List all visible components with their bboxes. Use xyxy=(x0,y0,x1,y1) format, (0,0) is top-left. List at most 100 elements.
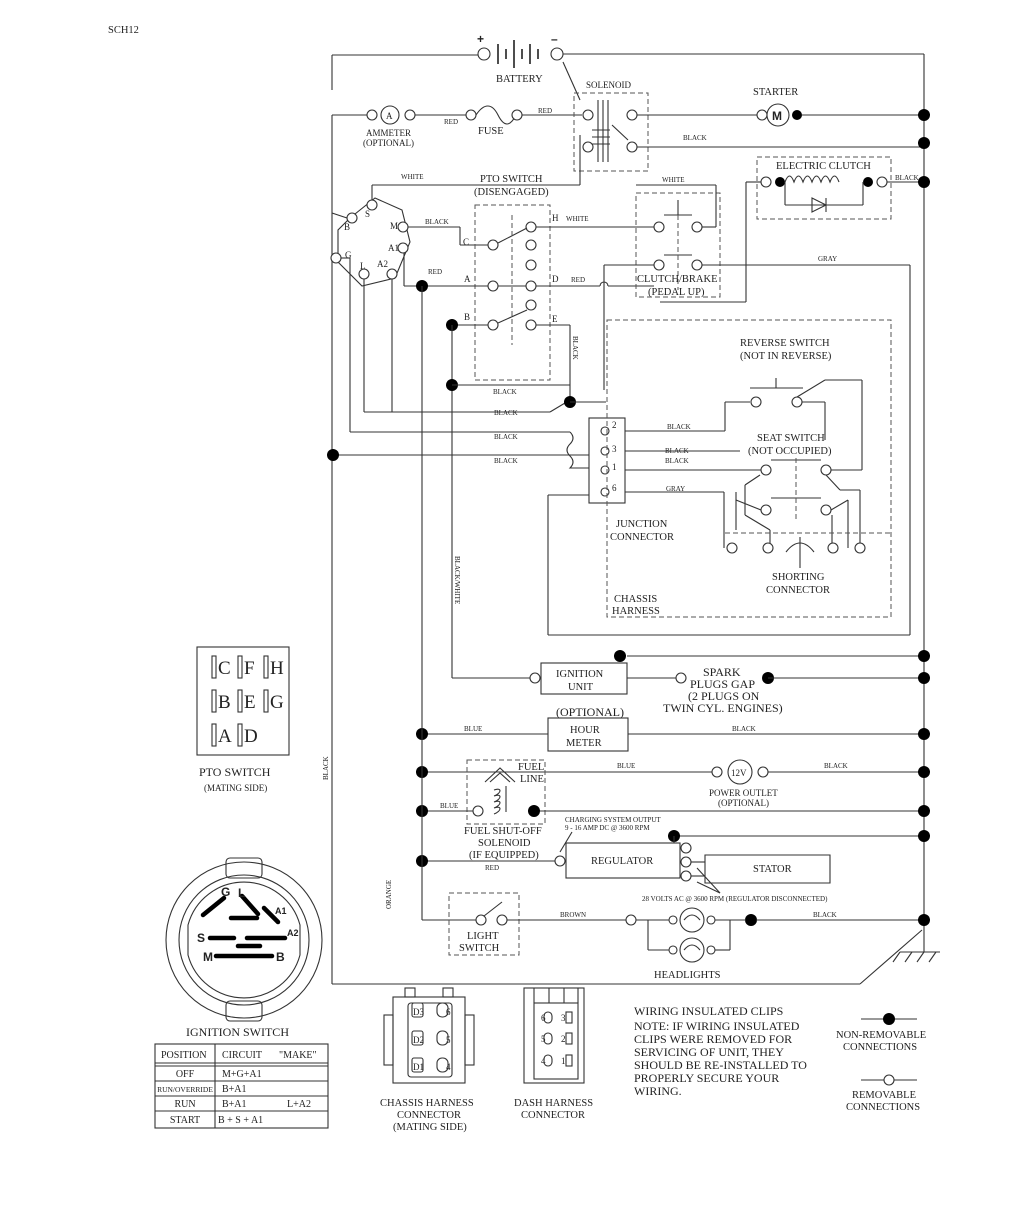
connector-pin-label: D2 xyxy=(413,1035,424,1045)
clutch-brake-state: (PEDAL UP) xyxy=(648,287,705,298)
clips-note-line: SERVICING OF UNIT, THEY xyxy=(634,1045,784,1059)
table-cell-circuit: B+A1 xyxy=(222,1084,247,1095)
wire-label-red: RED xyxy=(485,864,499,872)
connector-pin xyxy=(543,1032,553,1045)
dash-connector-title-1: DASH HARNESS xyxy=(514,1098,593,1109)
document-id: SCH12 xyxy=(108,25,139,36)
connections-legend: NON-REMOVABLE CONNECTIONS REMOVABLE CONN… xyxy=(836,1013,926,1113)
fuse-label: FUSE xyxy=(478,126,504,137)
connector-pin xyxy=(565,1054,573,1067)
table-cell-position: RUN/OVERRIDE xyxy=(157,1085,213,1094)
shorting-connector-label-1: SHORTING xyxy=(772,572,825,583)
spark-label-3: (2 PLUGS ON xyxy=(688,689,760,703)
electric-clutch-label: ELECTRIC CLUTCH xyxy=(776,161,871,172)
connector-pin xyxy=(436,1030,449,1046)
pto-pin-slot xyxy=(211,689,217,713)
ign-term-a1: A1 xyxy=(388,243,399,253)
reverse-switch: REVERSE SWITCH (NOT IN REVERSE) xyxy=(740,338,832,408)
pto-pin-label: A xyxy=(218,726,232,747)
wire-label-black: BLACK xyxy=(425,218,449,226)
chassis-connector-title-1: CHASSIS HARNESS xyxy=(380,1098,474,1109)
pto-pin-slot xyxy=(237,723,243,747)
junction-pin: 2 xyxy=(612,420,617,430)
connector-pin-label: 3 xyxy=(561,1013,566,1023)
junction-pin: 1 xyxy=(612,462,617,472)
fuel-solenoid-label-2: SOLENOID xyxy=(478,838,531,849)
connector-pin-label: 5 xyxy=(446,1035,451,1045)
ignition-switch-schematic: B S M A1 G L A2 xyxy=(330,197,411,287)
fuel-shutoff-solenoid: FUEL LINE FUEL SHUT-OFF SOLENOID (IF EQU… xyxy=(464,759,546,861)
wire-label-black: BLACK xyxy=(683,134,707,142)
pto-pin-slot xyxy=(237,655,243,679)
hour-meter-optional: (OPTIONAL) xyxy=(556,705,624,719)
table-cell-position: START xyxy=(170,1115,200,1126)
legend-removable-1: REMOVABLE xyxy=(852,1090,916,1101)
wiring-clips-note: WIRING INSULATED CLIPS NOTE: IF WIRING I… xyxy=(634,1004,807,1098)
wire-label-black: BLACK xyxy=(571,336,579,360)
regulator-label: REGULATOR xyxy=(591,856,653,867)
legend-removable-2: CONNECTIONS xyxy=(846,1102,920,1113)
wire-label-black: BLACK xyxy=(895,174,919,182)
junction-label-2: CONNECTOR xyxy=(610,532,674,543)
connector-pin xyxy=(411,1002,424,1018)
stator-label: STATOR xyxy=(753,864,792,875)
clips-note-title: WIRING INSULATED CLIPS xyxy=(634,1004,783,1018)
ign-term-s: S xyxy=(365,209,370,219)
dash-connector-title-2: CONNECTOR xyxy=(521,1110,585,1121)
power-outlet-label-1: POWER OUTLET xyxy=(709,788,778,798)
ammeter-letter: A xyxy=(386,111,393,121)
pto-pin-slot xyxy=(237,689,243,713)
connector-pin-label: 6 xyxy=(446,1007,451,1017)
electric-clutch: ELECTRIC CLUTCH xyxy=(756,156,924,220)
connector-pin-label: 2 xyxy=(561,1034,566,1044)
wire-label-black: BLACK xyxy=(494,433,518,441)
wire-label-orange: ORANGE xyxy=(385,880,393,909)
clips-note-line: PROPERLY SECURE YOUR xyxy=(634,1071,779,1085)
table-cell-circuit: B + S + A1 xyxy=(218,1115,263,1126)
pto-term-c: C xyxy=(463,237,469,247)
pto-mating-title: PTO SWITCH xyxy=(199,765,271,779)
connector-pin-label: D1 xyxy=(413,1062,424,1072)
chassis-connector-title-2: CONNECTOR xyxy=(397,1110,461,1121)
ammeter-optional: (OPTIONAL) xyxy=(363,138,414,148)
wire-label-brown: BROWN xyxy=(560,911,586,919)
pto-term-e: E xyxy=(552,314,558,324)
wire-label-gray: GRAY xyxy=(666,485,685,493)
wire-label-blue: BLUE xyxy=(440,802,458,810)
pto-pin-slot xyxy=(211,655,217,679)
chassis-harness-box xyxy=(606,319,892,618)
clips-note-line: NOTE: IF WIRING INSULATED xyxy=(634,1019,800,1033)
chassis-harness-label-2: HARNESS xyxy=(612,606,660,617)
clips-note-line: CLIPS WERE REMOVED FOR xyxy=(634,1032,792,1046)
pto-switch-state: (DISENGAGED) xyxy=(474,187,549,198)
connector-pin-label: D3 xyxy=(413,1007,424,1017)
fuel-solenoid-label-3: (IF EQUIPPED) xyxy=(469,850,539,861)
wire-label-white: WHITE xyxy=(662,176,685,184)
pto-pin-slot xyxy=(263,689,269,713)
ammeter-label: AMMETER xyxy=(366,128,411,138)
table-cell-circuit: B+A1 xyxy=(222,1099,247,1110)
pto-term-d: D xyxy=(552,274,559,284)
ignition-switch-diagram: G L A1 S A2 M B IGNITION SWITCH xyxy=(165,857,323,1039)
wire-label-red: RED xyxy=(571,276,585,284)
wire-label-black: BLACK xyxy=(665,447,689,455)
light-switch-label-2: SWITCH xyxy=(459,943,500,954)
ground-icon xyxy=(892,930,940,963)
clips-note-line: SHOULD BE RE-INSTALLED TO xyxy=(634,1058,807,1072)
connector-pin xyxy=(436,1057,449,1073)
stator: STATOR xyxy=(691,854,831,884)
starter: M STARTER xyxy=(753,87,924,127)
clips-note-line: WIRING. xyxy=(634,1084,682,1098)
pto-term-b: B xyxy=(464,312,470,322)
ign-term-l: L xyxy=(360,261,366,271)
connector-pin xyxy=(411,1057,424,1073)
clutch-brake-switch: CLUTCH/BRAKE (PEDAL UP) xyxy=(635,192,721,298)
fuel-solenoid-label-1: FUEL SHUT-OFF xyxy=(464,826,542,837)
pto-pin-slot xyxy=(263,655,269,679)
ign-diagram-l: L xyxy=(238,886,245,900)
ignition-switch-title: IGNITION SWITCH xyxy=(186,1025,289,1039)
battery-minus: – xyxy=(551,32,558,46)
